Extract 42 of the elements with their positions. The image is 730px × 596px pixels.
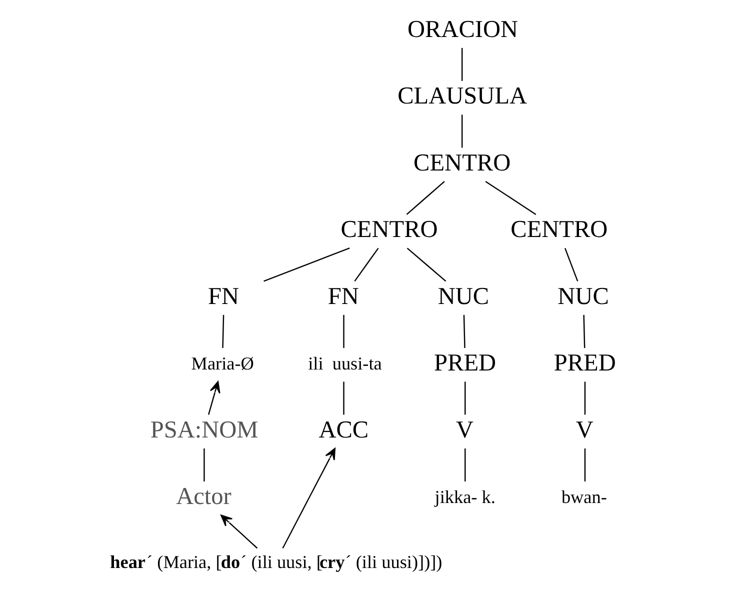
node-text: hear´ (Maria, [do´ (ili uusi, [cry´ (ili uusi)])]) [110, 552, 442, 572]
node-text: ili uusi-ta [308, 353, 382, 374]
node-text: CLAUSULA [398, 82, 528, 110]
connector [264, 247, 350, 282]
connector [461, 114, 463, 148]
connector [343, 382, 344, 415]
arrow [220, 514, 258, 549]
connector [584, 382, 586, 415]
connector [464, 448, 466, 482]
arrow [282, 448, 336, 549]
connector [584, 448, 586, 482]
node-text: Maria-Ø [191, 353, 254, 374]
node-text: ORACION [407, 16, 518, 43]
connector [343, 314, 344, 348]
connector [485, 180, 536, 215]
node-text: ACC [318, 416, 369, 444]
connector [583, 314, 586, 348]
connector [564, 248, 578, 282]
arrow [208, 381, 220, 415]
node-text: NUC [558, 282, 609, 310]
node-text: NUC [438, 282, 490, 310]
node-text: Actor [176, 483, 232, 510]
connector [463, 314, 466, 348]
connector [204, 448, 205, 482]
node-text: CENTRO [510, 216, 608, 244]
node-text: PRED [554, 350, 616, 377]
connector [464, 382, 466, 415]
node-text: CENTRO [414, 149, 511, 176]
node-text: PRED [434, 350, 496, 377]
connector [461, 48, 463, 81]
node-text: bwan- [561, 486, 607, 507]
node-text: PSA:NOM [150, 416, 258, 444]
node-text: FN [328, 282, 359, 310]
node-text: V [456, 416, 474, 444]
connector [406, 180, 445, 215]
node-text: jikka- k. [434, 486, 496, 507]
connector [222, 314, 224, 348]
node-text: CENTRO [340, 216, 438, 244]
node-text: FN [208, 282, 240, 310]
connector [354, 248, 379, 282]
connector [406, 248, 446, 282]
node-text: V [576, 416, 594, 444]
